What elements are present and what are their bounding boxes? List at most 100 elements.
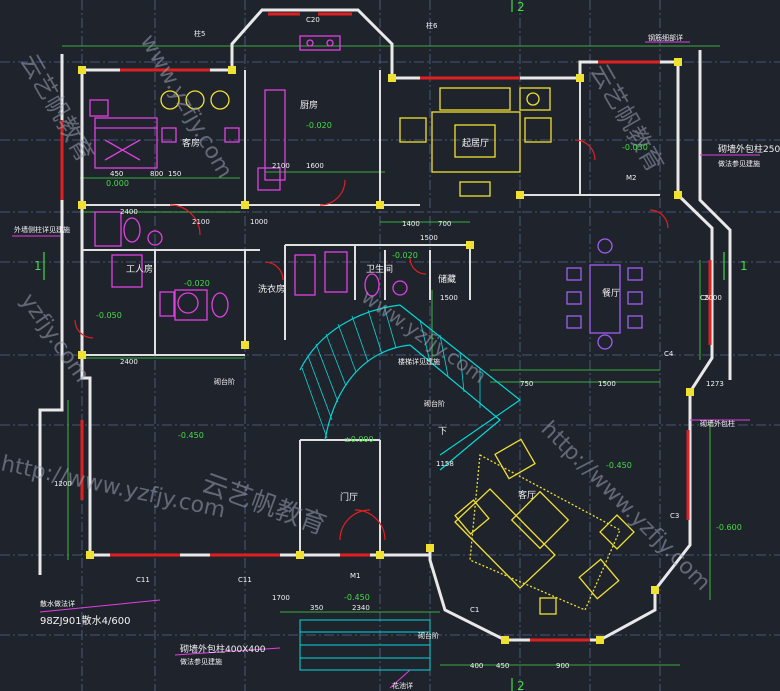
axis-markers bbox=[43, 0, 725, 691]
dim-7: 800 bbox=[150, 170, 163, 178]
tag-c5: C5 bbox=[700, 294, 709, 302]
elev-family: -0.030 bbox=[622, 143, 648, 152]
dim-6: 2400 bbox=[120, 358, 138, 366]
dim-24: 1400 bbox=[402, 220, 420, 228]
room-label-family: 起居厅 bbox=[462, 138, 489, 149]
elev-outside: -0.600 bbox=[716, 523, 742, 532]
furniture bbox=[160, 87, 635, 615]
dim-2: 1600 bbox=[306, 162, 324, 170]
room-labels: 客房 厨房 起居厅 餐厅 客厅 工人房 洗衣房 卫生间 储藏 门厅 下 bbox=[126, 99, 620, 503]
note-11: 砌墙外包柱 bbox=[700, 419, 735, 428]
dim-4: 1500 bbox=[440, 294, 458, 302]
room-label-kitchen: 厨房 bbox=[300, 99, 318, 111]
dim-11: 2340 bbox=[352, 604, 370, 612]
dim-9: 450 bbox=[110, 170, 123, 178]
room-label-laundry: 洗衣房 bbox=[258, 283, 285, 295]
dim-17: 400 bbox=[470, 662, 483, 670]
elev-bedroom: 0.000 bbox=[106, 179, 129, 188]
dining-set bbox=[566, 238, 643, 350]
exterior-walls bbox=[38, 8, 732, 642]
note-12: 钢筋细部详 bbox=[648, 33, 683, 42]
tag-c20: C20 bbox=[306, 16, 320, 24]
note-15: 柱5 bbox=[194, 29, 205, 38]
dim-8: 150 bbox=[168, 170, 181, 178]
doors bbox=[74, 139, 669, 541]
room-label-dining: 餐厅 bbox=[602, 287, 620, 299]
dim-10: 1200 bbox=[54, 480, 72, 488]
axis-label-left: 1 bbox=[34, 259, 42, 273]
note-10: 做法参见建施 bbox=[718, 159, 760, 168]
window-tags: C20 C11 C11 C3 M2 C5 C4 M1 C1 bbox=[136, 16, 709, 614]
elev-porch: -0.450 bbox=[344, 593, 370, 602]
dim-14: 1500 bbox=[420, 234, 438, 242]
dim-22: 750 bbox=[520, 380, 533, 388]
room-label-corridor: 下 bbox=[438, 427, 447, 437]
dim-23: 1000 bbox=[250, 218, 268, 226]
dim-16: 2000 bbox=[704, 294, 722, 302]
dim-19: 900 bbox=[556, 662, 569, 670]
tag-c3: C3 bbox=[670, 512, 679, 520]
note-8: 做法参见建施 bbox=[180, 657, 222, 666]
room-label-living: 客厅 bbox=[518, 489, 536, 501]
axis-label-top: 2 bbox=[517, 0, 525, 14]
tag-c1: C1 bbox=[470, 606, 479, 614]
tag-m1: M1 bbox=[350, 572, 361, 580]
elevation-marks: -0.020 0.000 -0.030 -0.020 -0.020 -0.050… bbox=[96, 121, 742, 602]
room-label-foyer: 门厅 bbox=[340, 491, 358, 503]
curved-stair bbox=[299, 304, 522, 471]
dim-3: 2100 bbox=[192, 218, 210, 226]
note-2: 砌台阶 bbox=[214, 377, 235, 386]
note-3: 楼梯详见建施 bbox=[398, 357, 440, 366]
watermark-2: 云艺帆教育 bbox=[15, 49, 99, 167]
dim-5: 2400 bbox=[120, 208, 138, 216]
columns bbox=[78, 58, 694, 644]
annotations: 外墙侧柱详见建施 砌台阶 楼梯详见建施 砌台阶 散水做法详 98ZJ901散水4… bbox=[14, 21, 780, 690]
note-6: 98ZJ901散水4/600 bbox=[40, 614, 130, 627]
room-label-storage: 储藏 bbox=[438, 273, 456, 285]
dim-18: 450 bbox=[496, 662, 509, 670]
note-14: 花池详 bbox=[392, 681, 413, 690]
axis-label-right: 1 bbox=[740, 259, 748, 273]
elev-kitchen: -0.020 bbox=[306, 121, 332, 130]
elev-wc: -0.020 bbox=[392, 251, 418, 260]
elev-garage: -0.450 bbox=[178, 431, 204, 440]
elev-living: -0.450 bbox=[606, 461, 632, 470]
elev-foyer: ±0.000 bbox=[344, 435, 374, 444]
elev-bath: -0.050 bbox=[96, 311, 122, 320]
room-label-servant: 工人房 bbox=[126, 263, 153, 275]
dim-21: 1500 bbox=[598, 380, 616, 388]
note-7: 砌墙外包柱400X400 bbox=[180, 643, 266, 655]
bathroom-kitchen-fixtures bbox=[89, 35, 408, 321]
note-4: 砌台阶 bbox=[424, 399, 445, 408]
room-label-wc: 卫生间 bbox=[366, 263, 393, 275]
front-steps bbox=[299, 619, 431, 671]
windows bbox=[60, 12, 712, 642]
elev-servant: -0.020 bbox=[184, 279, 210, 288]
dim-25: 700 bbox=[438, 220, 451, 228]
note-13: 砌台阶 bbox=[418, 631, 439, 640]
dim-15: 1273 bbox=[706, 380, 724, 388]
room-label-bedroom: 客房 bbox=[182, 137, 200, 149]
dim-1: 2100 bbox=[272, 162, 290, 170]
tag-c4: C4 bbox=[664, 350, 674, 358]
tag-c11b: C11 bbox=[238, 576, 252, 584]
watermark-3: http://www.yzfjy.com bbox=[0, 451, 228, 523]
axis-label-bottom: 2 bbox=[517, 679, 525, 691]
watermark-7: 云艺帆教育 bbox=[585, 59, 669, 177]
dim-13: 1700 bbox=[272, 594, 290, 602]
dim-12: 350 bbox=[310, 604, 323, 612]
leader-lines bbox=[12, 41, 760, 689]
dimension-text: 2100 1600 2100 1500 2400 2400 800 150 45… bbox=[54, 162, 724, 670]
dim-20: 1158 bbox=[436, 460, 454, 468]
interior-walls bbox=[82, 70, 660, 555]
note-9: 砌墙外包柱250X bbox=[718, 143, 780, 155]
tag-m2: M2 bbox=[626, 174, 637, 182]
note-1: 外墙侧柱详见建施 bbox=[14, 225, 70, 234]
watermark-1: www.yzfjy.com bbox=[135, 31, 237, 183]
tag-c11a: C11 bbox=[136, 576, 150, 584]
note-16: 柱6 bbox=[426, 21, 438, 30]
note-5: 散水做法详 bbox=[40, 599, 75, 608]
